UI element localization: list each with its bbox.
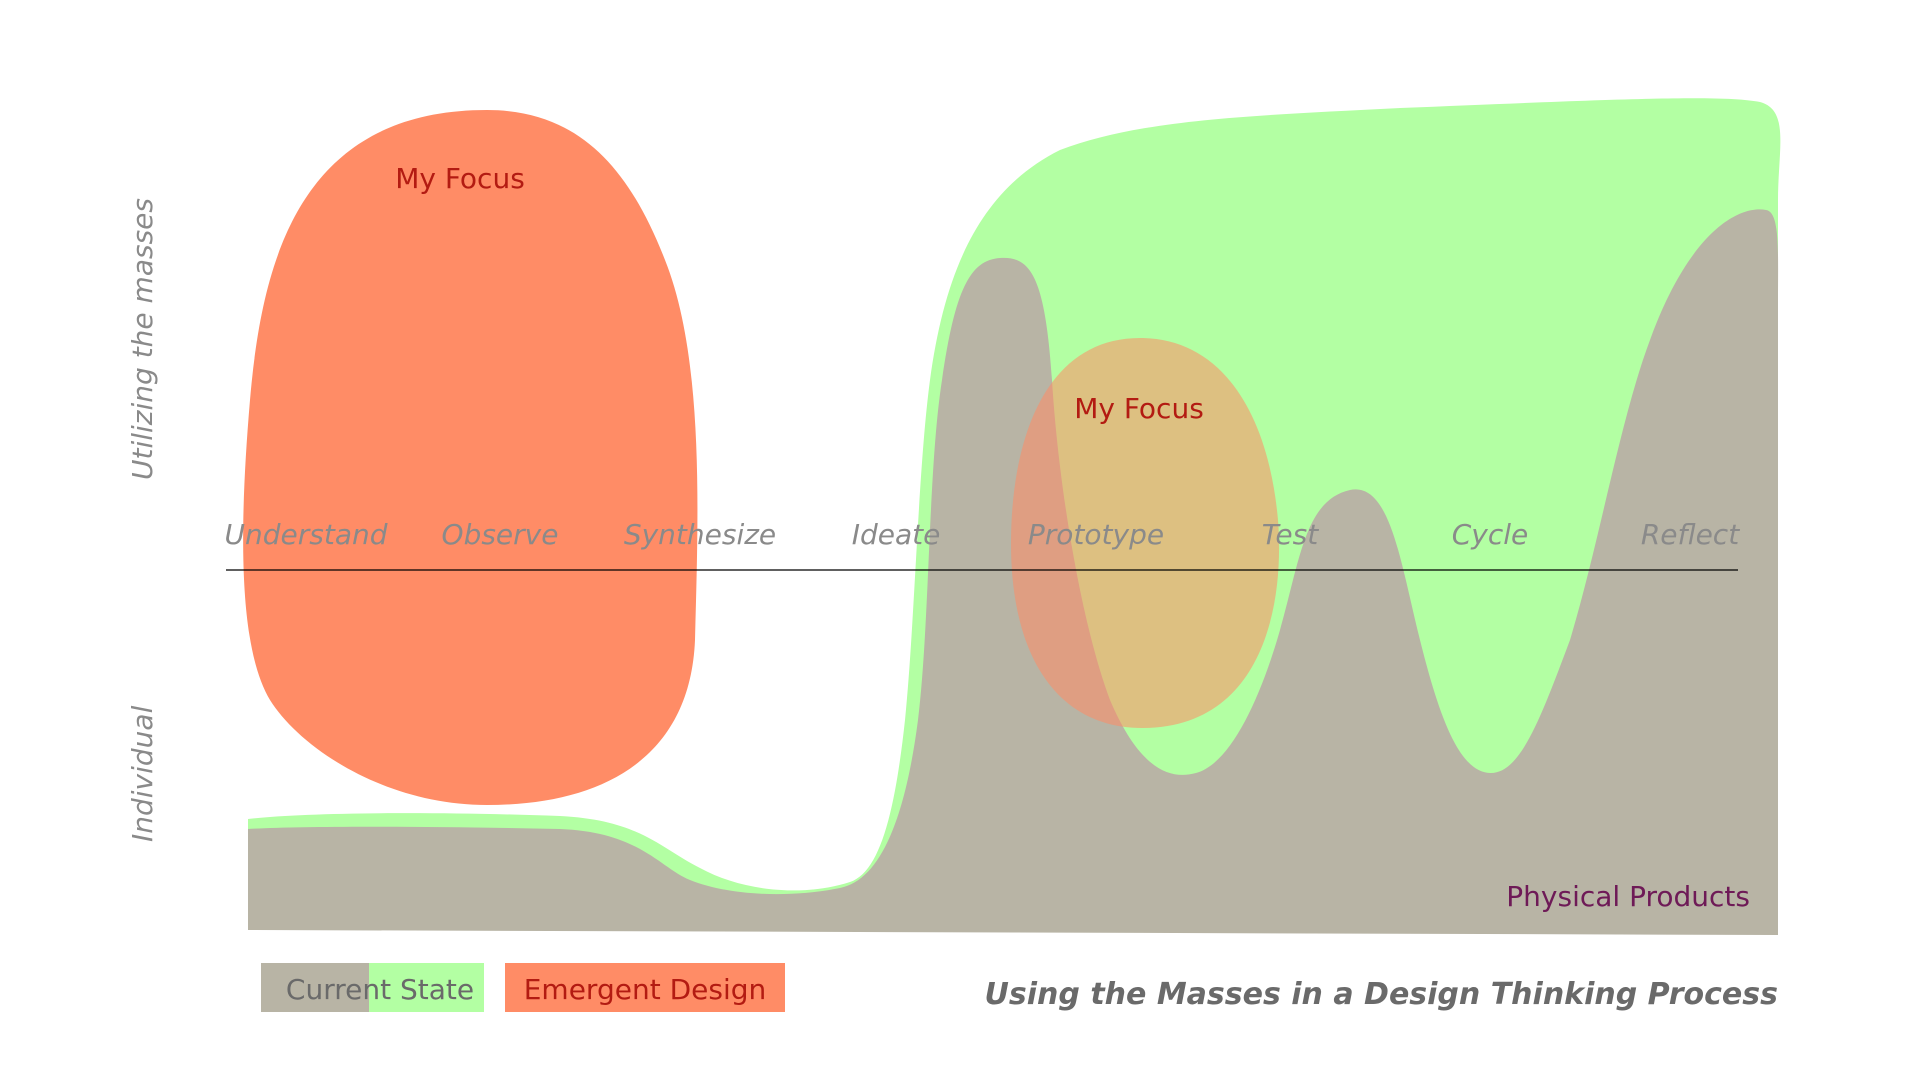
emergent-focus-blob-left — [243, 110, 698, 805]
physical-products-label: Physical Products — [1506, 880, 1750, 913]
legend-emergent-design-label: Emergent Design — [524, 973, 767, 1006]
focus-label-center: My Focus — [1074, 392, 1204, 425]
legend-emergent-design: Emergent Design — [505, 963, 785, 1012]
phase-label-ideate: Ideate — [852, 518, 941, 551]
emergent-focus-blob-center — [1010, 338, 1280, 728]
focus-label-left: My Focus — [395, 162, 525, 195]
legend-emergent-design-swatch — [505, 963, 785, 1012]
diagram-title: Using the Masses in a Design Thinking Pr… — [985, 977, 1778, 1012]
legend-current-state-label: Current State — [286, 973, 474, 1006]
phase-label-prototype: Prototype — [1028, 518, 1164, 551]
phase-label-reflect: Reflect — [1641, 518, 1740, 551]
legend-current-state: Current State — [261, 963, 484, 1012]
legend-current-state-green-swatch — [369, 963, 484, 1012]
axis-label-individual: Individual — [126, 705, 159, 842]
phase-label-test: Test — [1262, 518, 1319, 551]
phase-label-synthesize: Synthesize — [624, 518, 776, 551]
phase-label-understand: Understand — [225, 518, 388, 551]
axis-label-masses: Utilizing the masses — [126, 198, 159, 480]
phase-label-observe: Observe — [442, 518, 559, 551]
phase-label-cycle: Cycle — [1452, 518, 1529, 551]
legend-current-state-gray-swatch — [261, 963, 369, 1012]
